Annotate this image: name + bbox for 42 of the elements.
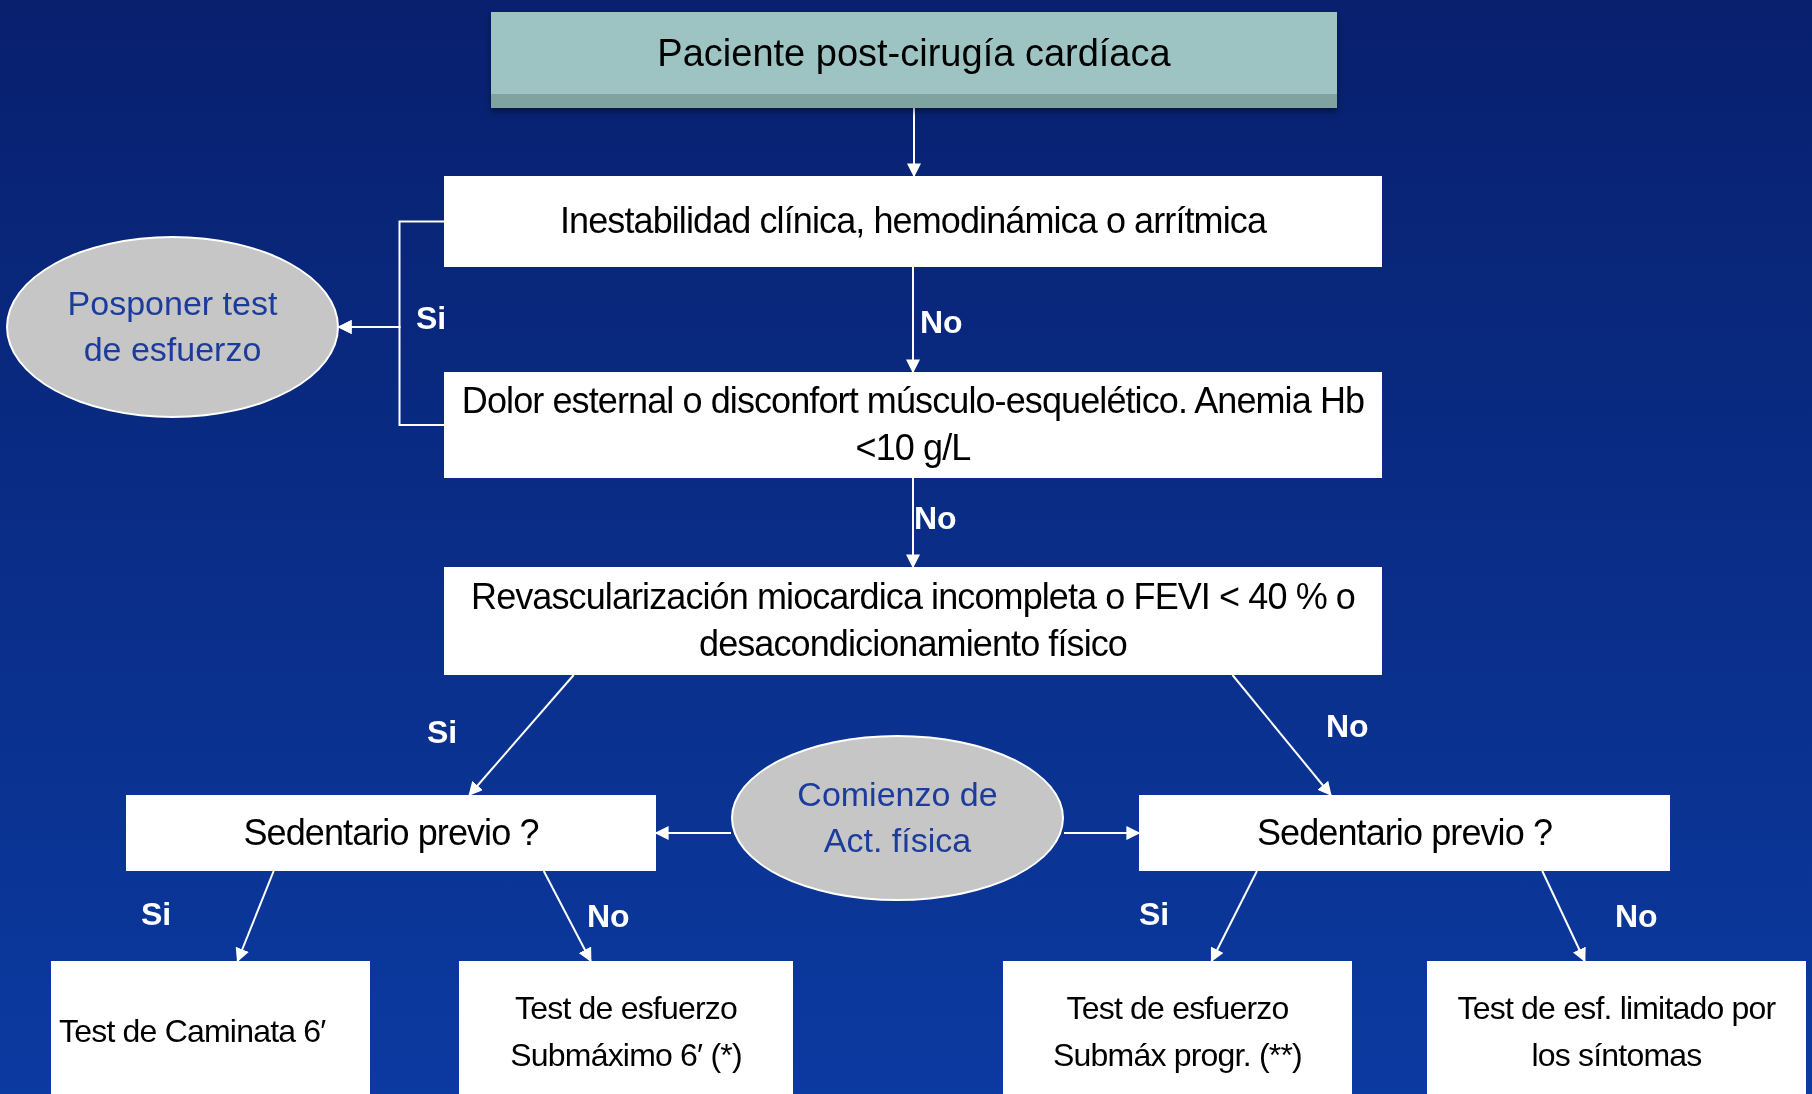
edge-label: Si (141, 898, 172, 930)
arrow (1063, 826, 1141, 840)
result-box (1003, 961, 1352, 1094)
node-text: Inestabilidad clínica, hemodinámica o arrítmica (559, 199, 1267, 244)
node-text: Comienzo de Act. física (796, 774, 999, 861)
edge-label: Si (427, 716, 458, 748)
result-box (1427, 961, 1806, 1094)
arrow (235, 870, 275, 963)
node-text: Test de Caminata 6′ (59, 1012, 326, 1052)
edge-label: No (1326, 710, 1369, 742)
arrow (1541, 870, 1586, 963)
edge-label: No (587, 900, 630, 932)
node-text: Posponer test de esfuerzo (66, 283, 279, 370)
node-text: Test de esfuerzo Submáx progr. (**) (1052, 989, 1303, 1075)
process-box (126, 795, 656, 871)
result-box (51, 961, 370, 1094)
process-box (444, 176, 1382, 267)
arrow (906, 266, 920, 374)
edge-label: No (914, 502, 957, 534)
edge-label: Si (1139, 898, 1170, 930)
node-text: Paciente post-cirugía cardíaca (657, 30, 1171, 76)
process-box (444, 372, 1382, 478)
arrow (542, 870, 592, 963)
edge-label: No (920, 306, 963, 338)
process-box (1139, 795, 1670, 871)
title-box (491, 12, 1337, 108)
node-text: Sedentario previo ? (243, 810, 539, 855)
result-box (459, 961, 793, 1094)
arrow (907, 107, 921, 178)
arrow (337, 320, 445, 426)
arrow (906, 477, 920, 569)
process-box (444, 567, 1382, 675)
arrow (1231, 674, 1332, 797)
node-text: Dolor esternal o disconfort músculo-esquelético. Anemia Hb <10 g/L (460, 379, 1366, 470)
node-text: Revascularización miocardica incompleta o FEVI < 40 % o desacondicionamiento físico (470, 575, 1356, 666)
node-text: Test de esfuerzo Submáximo 6′ (*) (509, 989, 743, 1075)
arrow (1210, 870, 1258, 963)
edge-label: No (1615, 900, 1658, 932)
arrow (468, 674, 575, 797)
edge-label: Si (416, 302, 447, 334)
node-text: Sedentario previo ? (1256, 810, 1553, 855)
node-text: Test de esf. limitado por los síntomas (1456, 989, 1777, 1075)
